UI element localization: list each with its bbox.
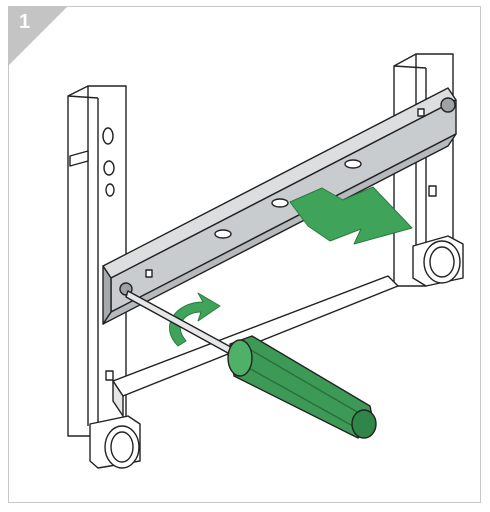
- left-upright: [67, 85, 141, 469]
- screwdriver-icon: [125, 290, 377, 439]
- step-badge: 1: [8, 6, 68, 66]
- mounting-illustration: [67, 53, 464, 469]
- right-upright: [393, 53, 464, 287]
- pull-arrow-icon: [289, 186, 413, 245]
- step-number: 1: [19, 11, 31, 33]
- step-badge-corner: [8, 6, 68, 66]
- comb-rail: [112, 275, 399, 417]
- mounting-rail: [102, 87, 457, 325]
